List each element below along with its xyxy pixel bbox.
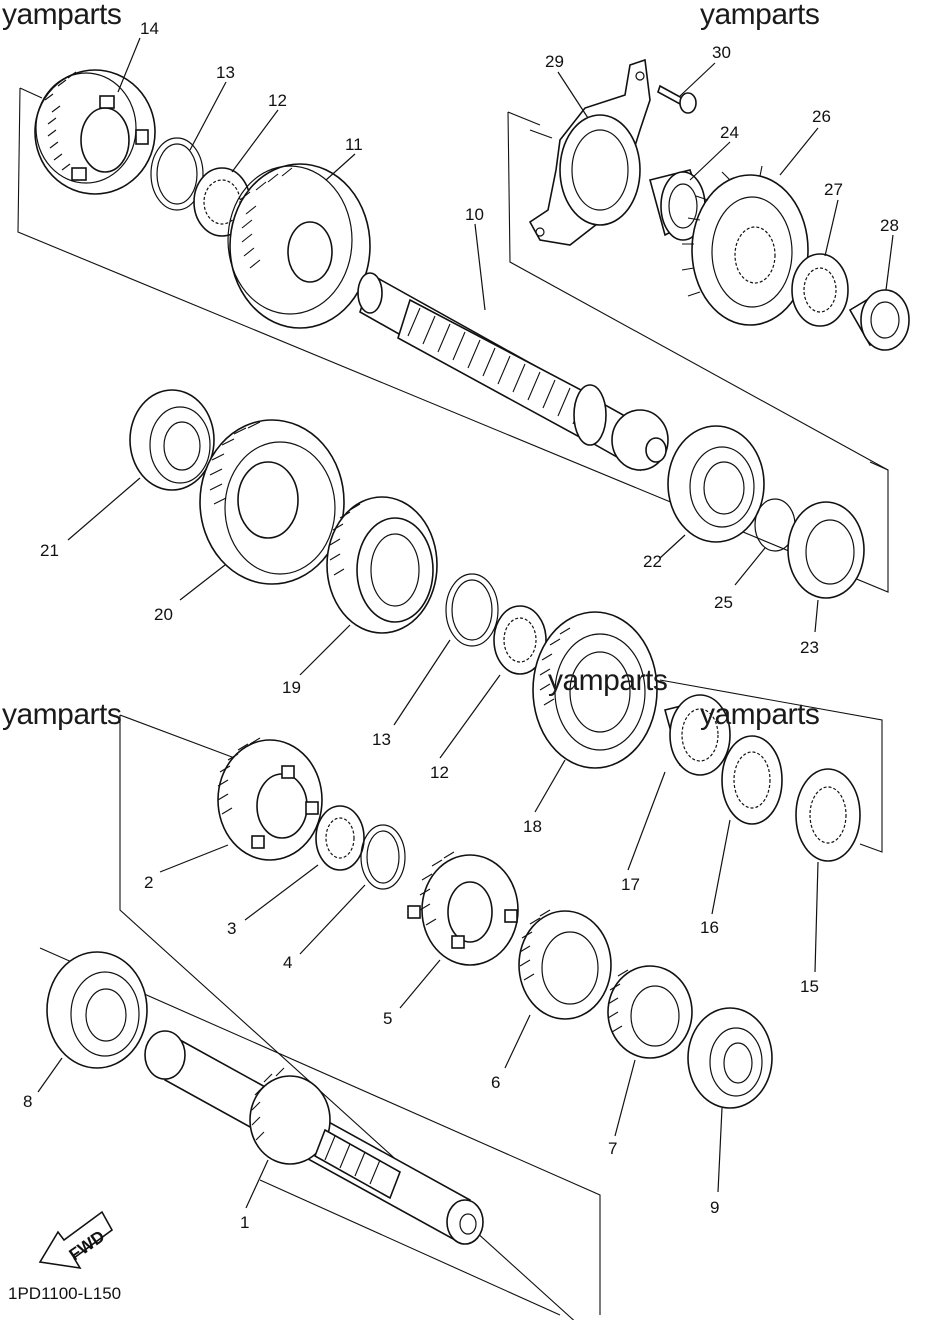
oil-seal-23-icon	[787, 501, 865, 599]
callout-17: 17	[621, 875, 640, 894]
watermark-middle-right: yamparts	[700, 698, 820, 731]
drawing-code: 1PD1100-L150	[8, 1284, 122, 1303]
callout-6: 6	[491, 1073, 500, 1092]
callout-23: 23	[800, 638, 819, 657]
callout-24: 24	[720, 123, 739, 142]
callout-18: 18	[523, 817, 542, 836]
callout-2: 2	[144, 873, 153, 892]
callout-26: 26	[812, 107, 831, 126]
drive-axle-10-icon	[357, 272, 669, 472]
callout-10: 10	[465, 205, 484, 224]
callout-25: 25	[714, 593, 733, 612]
callout-28: 28	[880, 216, 899, 235]
callout-8: 8	[23, 1092, 32, 1111]
callout-27: 27	[824, 180, 843, 199]
watermark-middle-left: yamparts	[2, 698, 122, 731]
callout-21: 21	[40, 541, 59, 560]
watermark-middle-center: yamparts	[548, 664, 668, 697]
callout-9: 9	[710, 1198, 719, 1217]
gear-11-icon	[227, 163, 371, 329]
sprocket-26-icon	[681, 165, 809, 326]
washer-12-middle-icon	[493, 605, 547, 675]
callout-13-middle: 13	[372, 730, 391, 749]
callout-15: 15	[800, 977, 819, 996]
bearing-22-icon	[667, 425, 765, 543]
callout-12-middle: 12	[430, 763, 449, 782]
gear-2-icon	[217, 737, 323, 861]
callout-3: 3	[227, 919, 236, 938]
gear-7-icon	[607, 965, 693, 1059]
bearing-8-icon	[46, 951, 148, 1069]
main-axle-group-frame	[39, 947, 601, 1316]
lock-washer-27-icon	[791, 253, 849, 327]
callout-20: 20	[154, 605, 173, 624]
callout-22: 22	[643, 552, 662, 571]
callout-30: 30	[712, 43, 731, 62]
collar-17-icon	[664, 694, 731, 776]
callout-12-upper: 12	[268, 91, 287, 110]
lock-washer-16-icon	[721, 735, 783, 825]
callout-4: 4	[283, 953, 292, 972]
gear-19-icon	[326, 496, 438, 634]
gear-18-icon	[532, 611, 658, 769]
circlip-13-middle-icon	[445, 573, 499, 647]
watermark-top-right: yamparts	[700, 0, 820, 31]
sprocket-cover-plate-29-icon	[528, 58, 651, 246]
callout-14: 14	[140, 19, 159, 38]
fwd-arrow-icon: FWD	[38, 1210, 114, 1270]
leader-lines	[37, 37, 894, 1209]
callout-5: 5	[383, 1009, 392, 1028]
circlip-13-upper-icon	[150, 137, 204, 211]
gear-20-icon	[199, 419, 345, 585]
sprocket-group-frame	[507, 111, 889, 471]
gear-6-icon	[518, 909, 612, 1020]
bolt-30-icon	[657, 84, 697, 114]
gear-14-icon	[34, 69, 156, 195]
bearing-21-icon	[129, 389, 215, 491]
main-axle-1-icon	[144, 1030, 484, 1245]
callout-labels: 1 2 3 4 5 6 7 8 9 10 11 12 12 13 13 14 1…	[23, 19, 899, 1232]
nut-28-icon	[848, 289, 910, 351]
circlip-4-icon	[360, 824, 406, 890]
watermark-top-left: yamparts	[2, 0, 122, 31]
bearing-9-icon	[687, 1007, 773, 1109]
callout-19: 19	[282, 678, 301, 697]
lock-washer-15-icon	[795, 768, 861, 862]
callout-11: 11	[345, 135, 363, 154]
callout-1: 1	[240, 1213, 249, 1232]
callout-7: 7	[608, 1139, 617, 1158]
callout-16: 16	[700, 918, 719, 937]
callout-13-upper: 13	[216, 63, 235, 82]
upper-shaft-group-frame	[17, 87, 889, 593]
washer-3-icon	[315, 805, 365, 871]
gear-5-icon	[407, 851, 519, 966]
callout-29: 29	[545, 52, 564, 71]
